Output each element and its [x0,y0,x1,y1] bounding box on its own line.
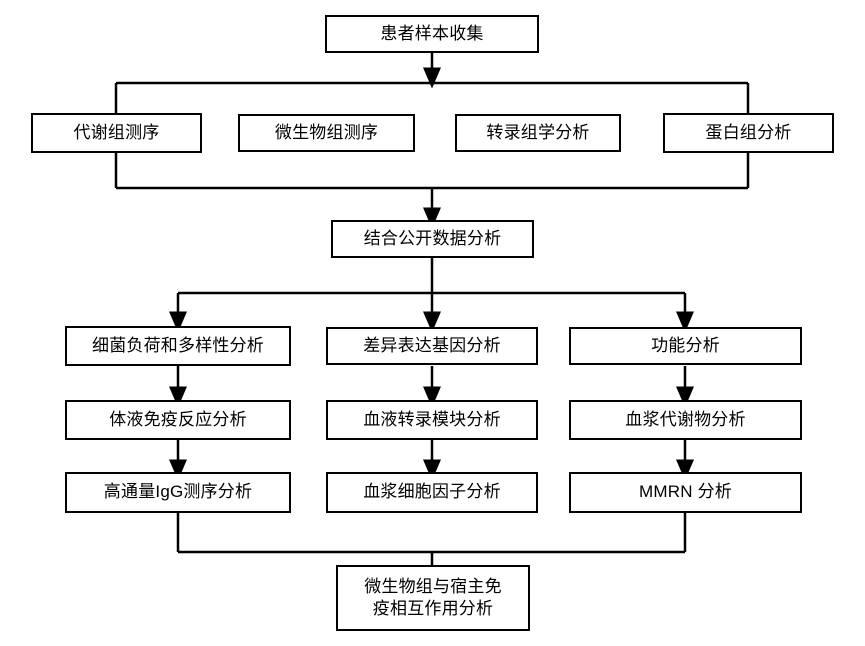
node-blood-transcription-module[interactable]: 血液转录模块分析 [326,400,538,440]
node-differential-gene-expression[interactable]: 差异表达基因分析 [326,327,538,365]
node-plasma-cytokine[interactable]: 血浆细胞因子分析 [326,472,538,513]
edge-sample-to-omics [114,53,750,113]
node-transcriptome-analysis[interactable]: 转录组学分析 [455,114,621,152]
node-proteome-analysis[interactable]: 蛋白组分析 [663,113,834,153]
node-high-throughput-igg-seq[interactable]: 高通量IgG测序分析 [65,472,291,513]
node-mmrn-analysis[interactable]: MMRN 分析 [569,472,802,513]
node-functional-analysis[interactable]: 功能分析 [569,327,802,365]
node-microbiome-seq[interactable]: 微生物组测序 [238,114,415,152]
node-public-data-integration[interactable]: 结合公开数据分析 [331,220,534,258]
node-microbiome-host-immune-interaction[interactable]: 微生物组与宿主免 疫相互作用分析 [336,565,530,631]
edge-integration-to-branches [168,258,694,333]
node-humoral-immune-response[interactable]: 体液免疫反应分析 [65,400,291,440]
node-plasma-metabolite[interactable]: 血浆代谢物分析 [569,400,802,440]
edge-omics-to-integration [114,153,750,229]
node-metabolome-seq[interactable]: 代谢组测序 [31,113,202,153]
final-node-line-2: 疫相互作用分析 [372,599,494,618]
node-bacterial-load-diversity[interactable]: 细菌负荷和多样性分析 [65,326,291,366]
node-sample-collection[interactable]: 患者样本收集 [325,15,539,53]
final-node-line-1: 微生物组与宿主免 [364,576,502,596]
